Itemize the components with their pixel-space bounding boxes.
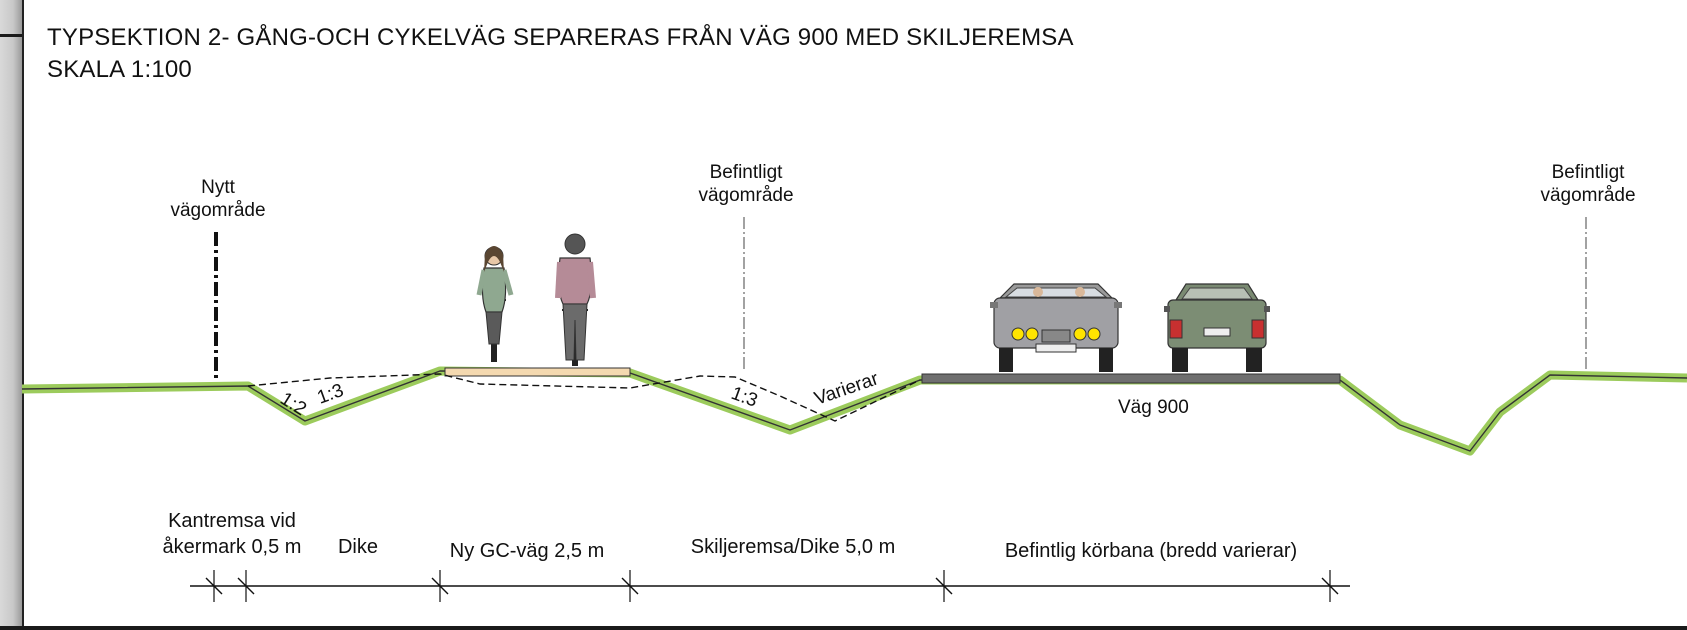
cyclist-woman-icon xyxy=(476,246,514,362)
existing-road-area-label-2: Befintligt vägområde xyxy=(1540,162,1636,206)
frame-corner-line xyxy=(0,34,22,37)
left-border-strip xyxy=(0,0,24,630)
section-title: TYPSEKTION 2- GÅNG-OCH CYKELVÄG SEPARERA… xyxy=(47,24,1074,51)
car-front-icon xyxy=(990,283,1122,372)
dim-label-verge: Kantremsa vid åkermark 0,5 m xyxy=(162,510,302,558)
bottom-border-line xyxy=(0,626,1687,630)
car-rear-icon xyxy=(1164,283,1270,372)
dim-label-carriageway: Befintlig körbana (bredd varierar) xyxy=(1004,540,1298,562)
road-label: Väg 900 xyxy=(1118,397,1189,418)
new-road-area-label: Nytt vägområde xyxy=(170,177,266,221)
scale-label: SKALA 1:100 xyxy=(47,56,192,83)
cyclist-man-icon xyxy=(555,233,596,366)
dim-label-ditch: Dike xyxy=(337,536,379,558)
gc-path-surface xyxy=(444,367,631,377)
existing-ground-dashed xyxy=(247,373,921,422)
existing-road-area-label-1: Befintligt vägområde xyxy=(698,162,794,206)
dimension-line xyxy=(190,570,1350,602)
dim-label-separator: Skiljeremsa/Dike 5,0 m xyxy=(690,536,896,558)
dim-label-gc-path: Ny GC-väg 2,5 m xyxy=(449,540,605,562)
road-asphalt xyxy=(921,373,1341,384)
slope-label-1-2: 1:2 xyxy=(276,388,310,420)
